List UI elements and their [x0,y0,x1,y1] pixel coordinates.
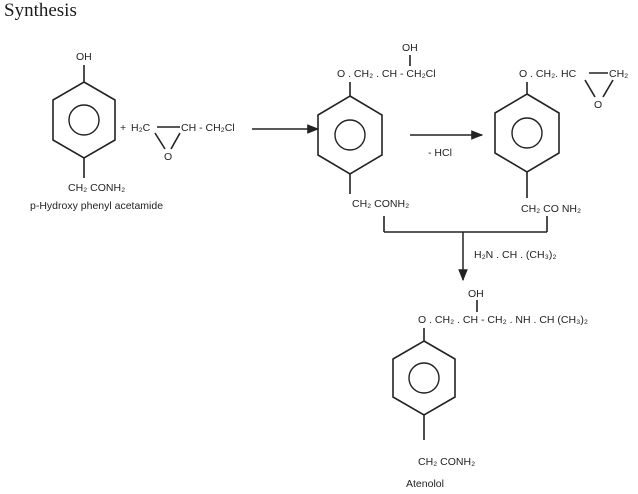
intermediate2-side-chain: CH₂ CO NH₂ [521,203,581,215]
product-benzene-ring [392,340,456,416]
step3-label: H₂N . CH . (CH₃)₂ [474,249,556,261]
intermediate2-ring-aromatic [511,117,543,149]
intermediate1-side-chain: CH₂ CONH₂ [352,198,409,210]
diagram-title: Synthesis [4,0,77,21]
reagent-epoxide-right-bond [170,132,181,150]
intermediate2-o-label: O [594,99,602,111]
reagent-epoxide-left-bond [154,132,166,150]
reagent-o-label: O [164,151,172,163]
product-chain: O . CH₂ . CH - CH₂ . NH . CH (CH₃)₂ [418,314,588,326]
intermediate2-epoxide-right-bond [602,79,614,98]
intermediate2-benzene-ring [494,93,560,173]
intermediate2-epoxide-left-bond [584,79,596,98]
product-oh-label: OH [468,288,484,300]
intermediate-1: OH O . CH₂ . CH - CH₂Cl CH₂ CONH₂ [317,42,436,210]
product-ring-aromatic [408,362,440,394]
product-side-chain: CH₂ CONH₂ [418,456,475,468]
plus-sign: + [120,122,126,134]
reactant-1: OH CH₂ CONH₂ p-Hydroxy phenyl acetamide [30,51,163,212]
intermediate2-chain: O . CH₂. HC [519,68,577,80]
reactant1-name: p-Hydroxy phenyl acetamide [30,200,163,212]
intermediate1-ring-aromatic [334,119,366,151]
reagent-h2c-label: H₂C [131,122,151,134]
intermediate1-benzene-ring [317,95,383,175]
intermediate1-chain: O . CH₂ . CH - CH₂Cl [337,68,436,80]
reactant1-benzene-ring [52,81,116,159]
reactant1-ring-aromatic [68,104,100,136]
product-name: Atenolol [406,478,444,490]
intermediate-2: O . CH₂. HC CH₂ O CH₂ CO NH₂ [494,68,628,215]
reactant1-oh-label: OH [76,51,92,63]
reagent-ch-label: CH - CH₂Cl [181,122,235,134]
reagent-epichlorohydrin: + H₂C CH - CH₂Cl O [120,122,235,163]
intermediate1-oh-label: OH [402,42,418,54]
product-atenolol: OH O . CH₂ . CH - CH₂ . NH . CH (CH₃)₂ C… [392,288,588,490]
intermediate2-ch2-label: CH₂ [609,68,628,80]
reactant1-side-chain: CH₂ CONH₂ [68,182,125,194]
step2-label: - HCl [428,147,452,159]
